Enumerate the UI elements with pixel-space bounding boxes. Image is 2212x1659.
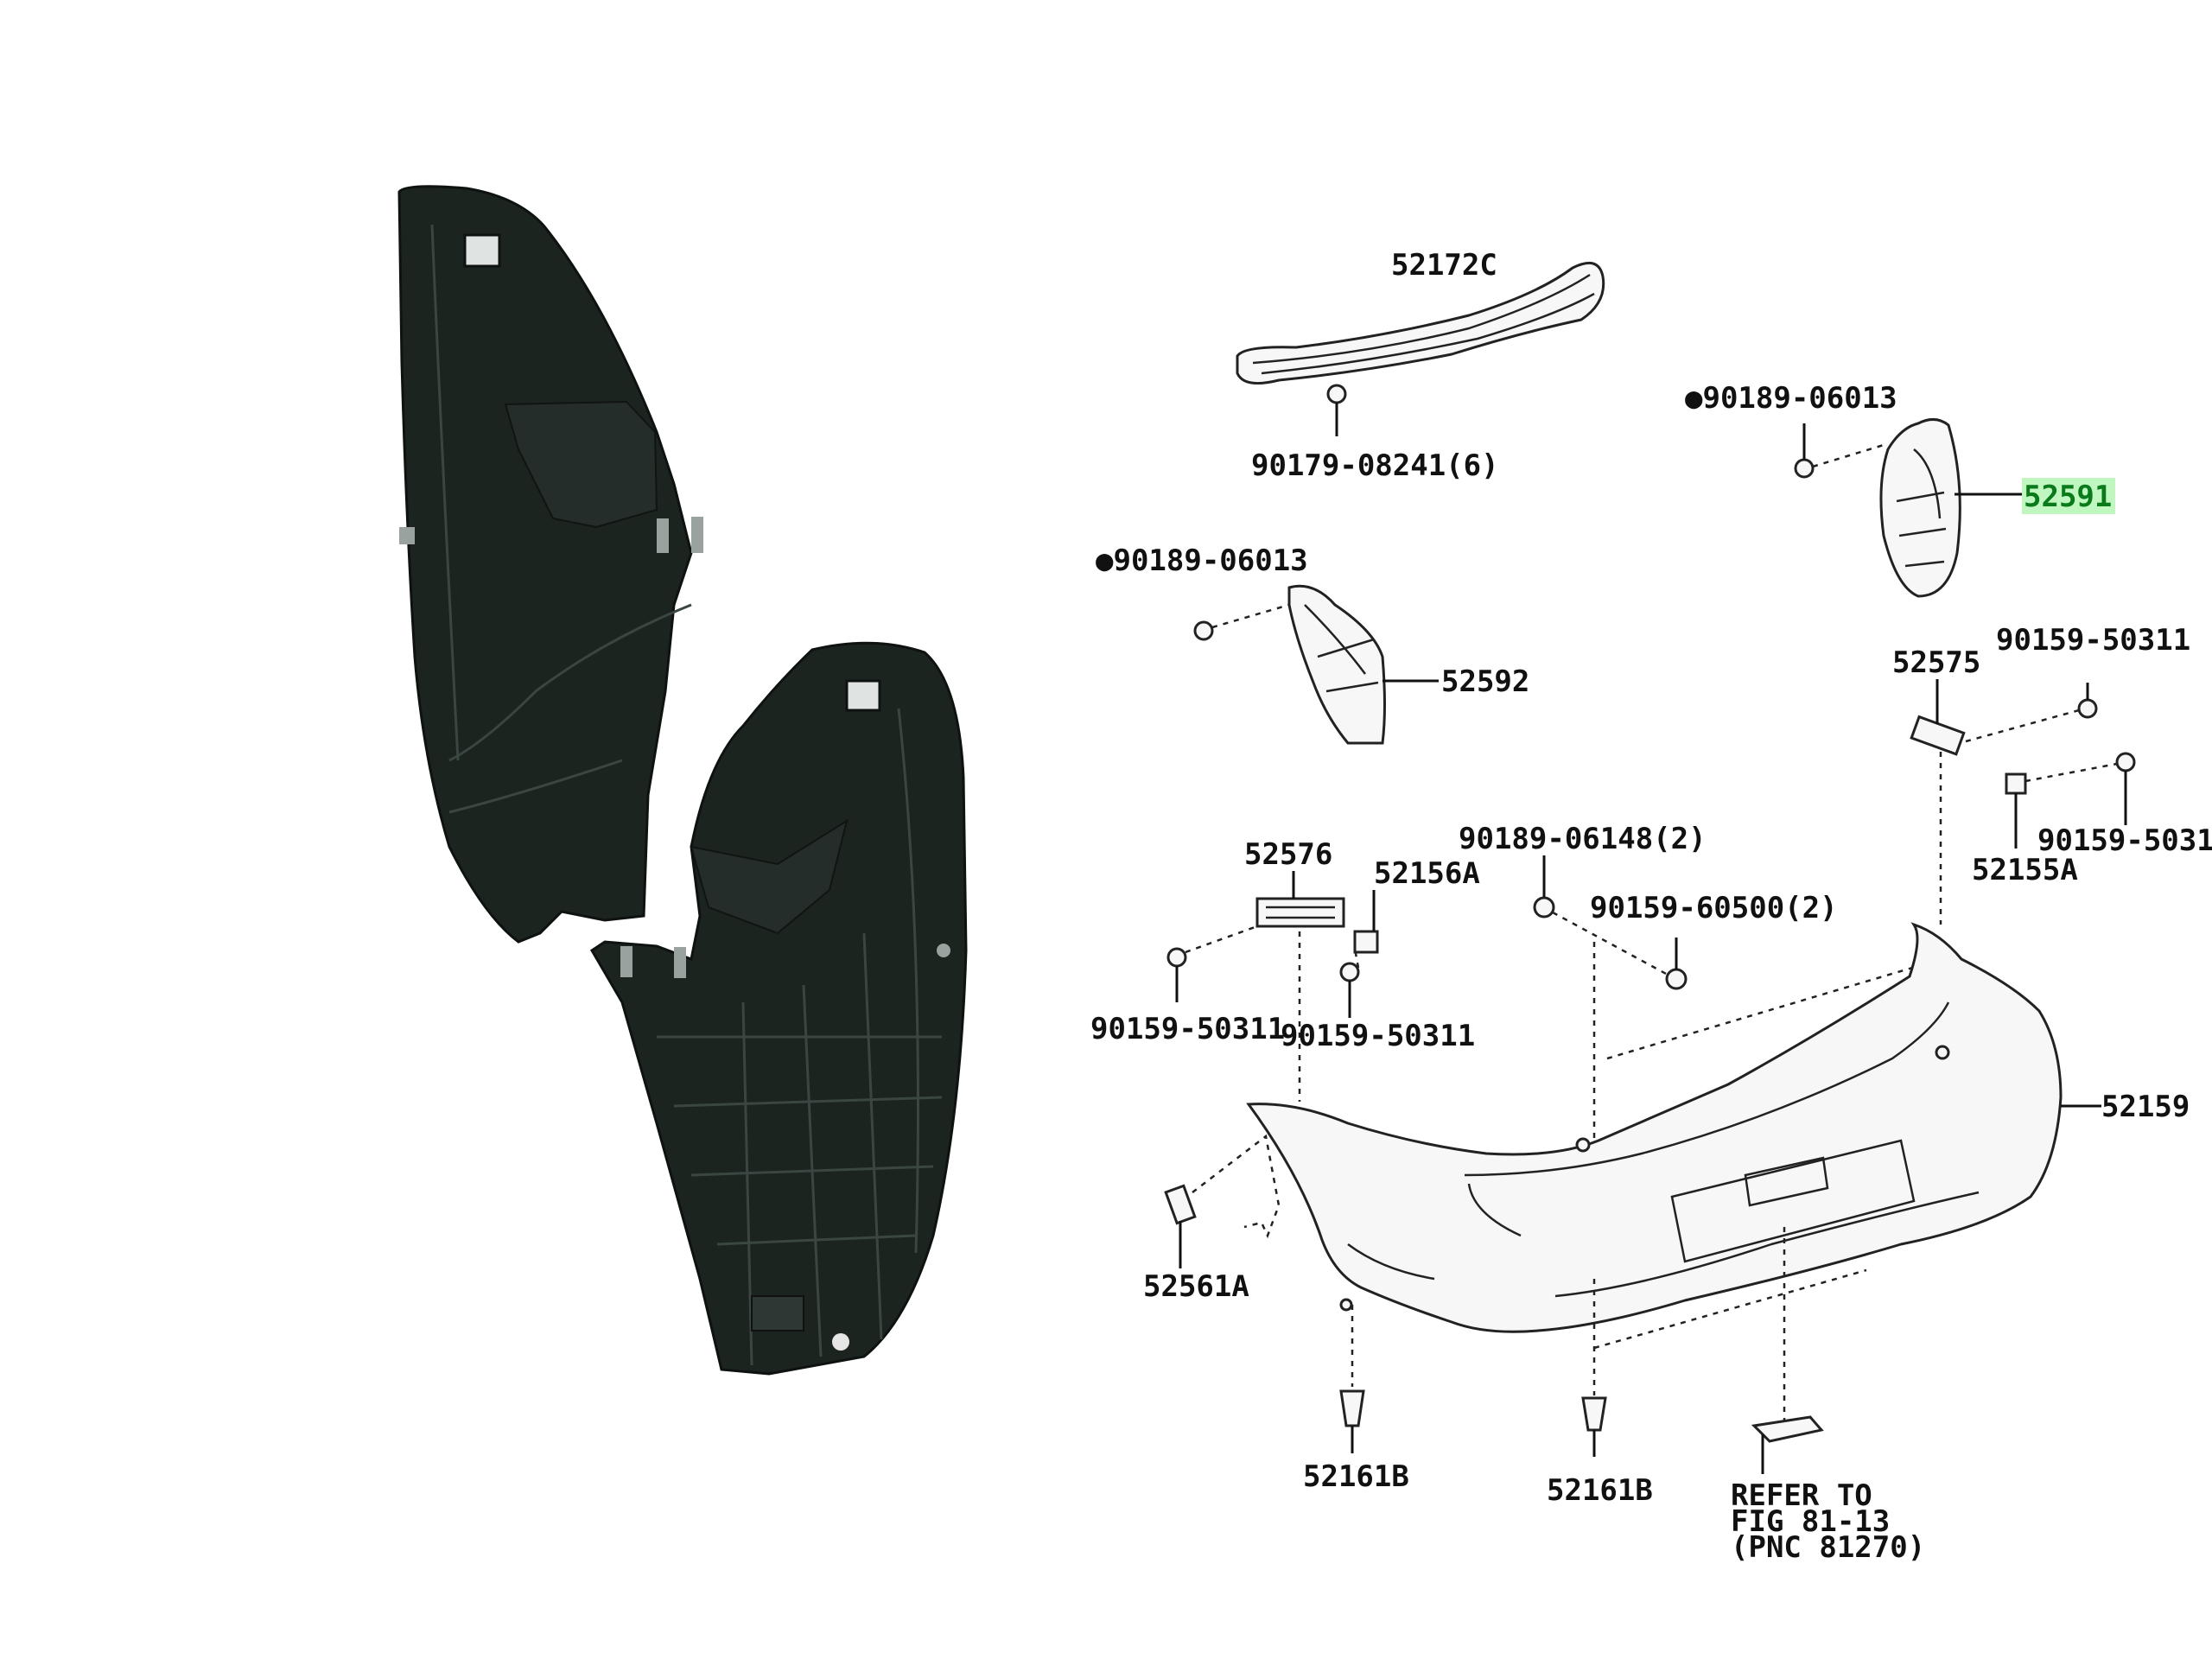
label-90159-50311-left-2: 90159-50311 xyxy=(1281,1019,1475,1053)
label-90159-60500: 90159-60500(2) xyxy=(1590,891,1838,925)
part-52591-drawing xyxy=(1794,418,2022,598)
label-52172c: 52172C xyxy=(1391,248,1497,283)
label-refer-to-line1: REFER TO xyxy=(1731,1478,1872,1513)
label-52155a: 52155A xyxy=(1972,853,2078,887)
fasteners-center-drawing xyxy=(1533,855,1928,1158)
lower-shield-image xyxy=(589,641,968,1376)
part-52592-drawing xyxy=(1193,584,1439,745)
label-52161b-left: 52161B xyxy=(1303,1459,1409,1494)
label-90159-50311-right-bottom: 90159-50311 xyxy=(2037,823,2212,858)
label-90189-06013-right: ●90189-06013 xyxy=(1685,381,1897,416)
label-90159-50311-left-1: 90159-50311 xyxy=(1090,1012,1285,1046)
label-90159-50311-right-top: 90159-50311 xyxy=(1996,623,2190,658)
part-52576-drawing xyxy=(1166,871,1379,1102)
label-52561a: 52561A xyxy=(1143,1269,1249,1304)
part-52159-bumper-drawing xyxy=(1246,922,2101,1333)
label-52156a: 52156A xyxy=(1374,856,1480,891)
label-90189-06148: 90189-06148(2) xyxy=(1459,822,1707,856)
part-52172c-drawing xyxy=(1236,261,1605,436)
exploded-diagram: 52172C 90179-08241(6) ●90189-06013 52591… xyxy=(1090,248,2212,1565)
label-refer-to-line3: (PNC 81270) xyxy=(1731,1530,1925,1565)
label-90189-06013-left: ●90189-06013 xyxy=(1096,543,1308,578)
highlight-marker xyxy=(2022,478,2115,514)
label-52161b-right: 52161B xyxy=(1547,1473,1653,1508)
label-90179-08241: 90179-08241(6) xyxy=(1251,448,1499,483)
upper-shield-image xyxy=(397,185,703,944)
label-52592: 52592 xyxy=(1441,664,1529,699)
label-52159: 52159 xyxy=(2101,1090,2190,1124)
part-52575-drawing xyxy=(1910,679,2136,925)
part-52161b-drawings xyxy=(1339,1268,1867,1457)
license-light-bracket-drawing xyxy=(1751,1227,1824,1474)
label-52591: 52591 xyxy=(2024,480,2112,514)
label-52575: 52575 xyxy=(1892,645,1980,680)
label-52576: 52576 xyxy=(1244,837,1332,872)
label-refer-to-line2: FIG 81-13 xyxy=(1731,1504,1890,1539)
product-photo xyxy=(397,185,968,1376)
part-52561a-drawing xyxy=(1164,1134,1281,1268)
